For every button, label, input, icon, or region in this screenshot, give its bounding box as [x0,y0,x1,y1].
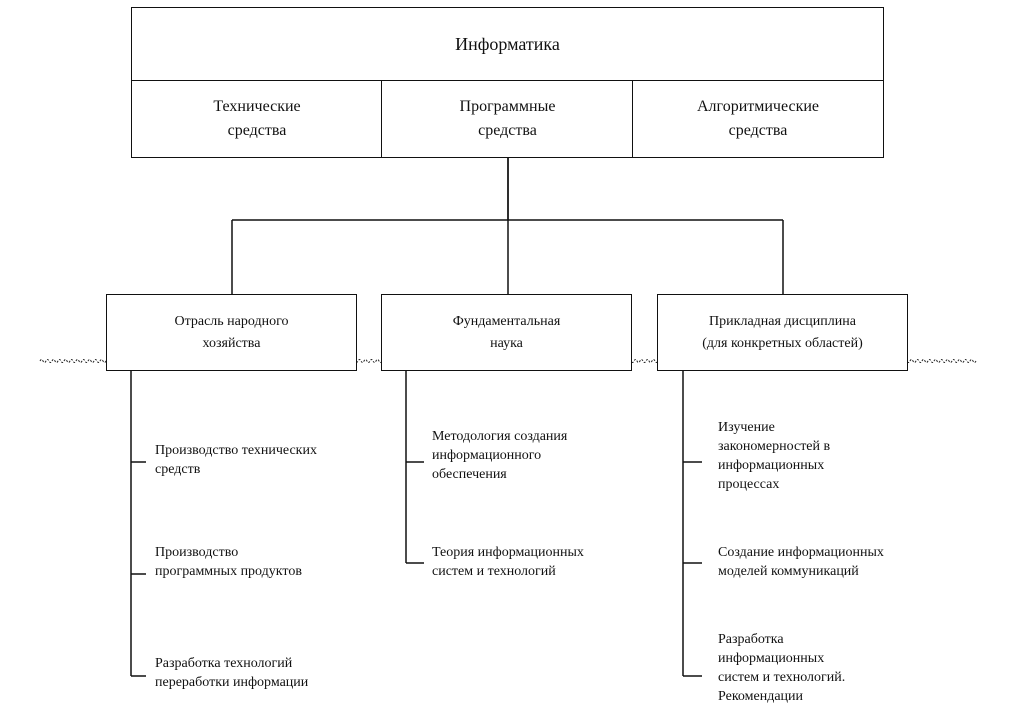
leaf-line: Изучение [718,420,775,435]
leaf-line: систем и технологий. [718,670,846,685]
leaf-line: переработки информации [155,675,309,690]
branch-science-line2: наука [490,335,523,351]
component-software-line1: Программные [459,98,556,115]
leaf-line: программных продуктов [155,564,302,579]
leaf-line: информационного [432,448,542,463]
leaf-line: средств [155,462,201,477]
component-box-hardware: Технические средства [131,80,383,158]
leaf-line: моделей коммуникаций [718,564,859,579]
component-hardware-line1: Технические [213,98,301,115]
component-box-software: Программные средства [381,80,634,158]
branch-applied-line1: Прикладная дисциплина [709,313,856,329]
leaf-line: Производство [155,545,239,560]
branch-applied-line2: (для конкретных областей) [702,335,863,351]
leaf-applied-3: Разработка информационных систем и техно… [718,630,958,706]
component-software-line2: средства [478,122,537,139]
leaf-applied-2: Создание информационных моделей коммуник… [718,543,958,581]
branch-box-economy: Отрасль народного хозяйства [106,294,357,371]
leaf-science-2: Теория информационных систем и технологи… [432,543,662,581]
leaf-line: Методология создания [432,429,568,444]
root-label: Информатика [455,34,560,54]
root-box: Информатика [131,7,884,82]
leaf-economy-3: Разработка технологий переработки информ… [155,654,385,692]
leaf-economy-1: Производство технических средств [155,441,385,479]
component-box-algorithmic: Алгоритмические средства [632,80,884,158]
leaf-science-1: Методология создания информационного обе… [432,427,662,484]
branch-economy-line1: Отрасль народного [174,313,289,329]
leaf-line: процессах [718,477,780,492]
branch-economy-line2: хозяйства [202,335,261,351]
leaf-line: Разработка технологий [155,656,293,671]
leaf-line: Создание информационных [718,545,884,560]
leaf-line: обеспечения [432,467,507,482]
leaf-line: закономерностей в [718,439,831,454]
leaf-line: Теория информационных [432,545,584,560]
branch-science-line1: Фундаментальная [452,313,561,329]
component-algorithmic-line1: Алгоритмические [696,98,820,115]
leaf-line: Разработка [718,632,784,647]
leaf-line: информационных [718,651,825,666]
leaf-line: Производство технических [155,443,317,458]
leaf-economy-2: Производство программных продуктов [155,543,385,581]
branch-box-science: Фундаментальная наука [381,294,632,371]
branch-box-applied: Прикладная дисциплина (для конкретных об… [657,294,908,371]
leaf-line: Рекомендации [718,689,804,704]
leaf-line: систем и технологий [432,564,556,579]
component-hardware-line2: средства [227,122,287,139]
component-algorithmic-line2: средства [728,122,788,139]
leaf-line: информационных [718,458,825,473]
leaf-applied-1: Изучение закономерностей в информационны… [718,418,948,494]
